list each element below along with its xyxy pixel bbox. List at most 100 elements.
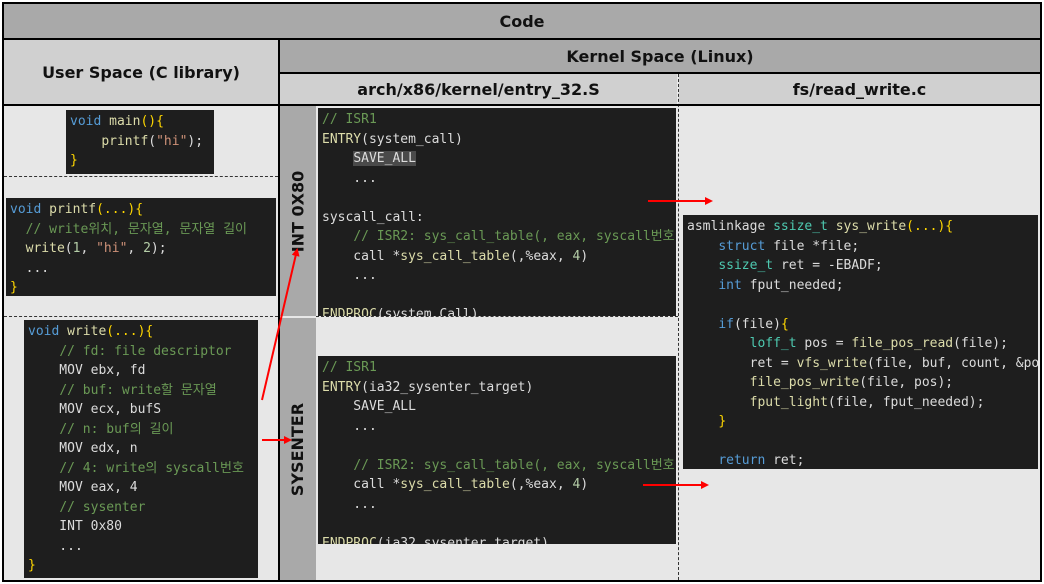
user-space-header: User Space (C library) [4,40,278,104]
code-token: write [67,324,107,339]
code-token: 4 [572,477,581,492]
code-token: (file) [733,316,781,332]
code-token: (...){ [906,219,954,234]
code-token: } [28,558,36,573]
code-token: INT 0x80 [28,519,122,534]
code-token: ret = -EBADF; [780,258,883,273]
code-token: (system_Call) [376,307,479,316]
code-token: MOV ecx, bufS [28,402,162,417]
divider [4,104,1040,106]
code-line: return ret; [687,451,1034,469]
divider [678,74,679,580]
code-token: fput_needed; [749,277,844,293]
code-line: ... [10,259,272,279]
code-token: "hi" [156,133,188,149]
code-line: if(file){ [687,315,1034,335]
code-token: } [10,280,18,295]
code-token: ) [580,477,589,492]
code-token: ... [322,170,377,186]
code-line: ret = vfs_write(file, buf, count, &pos); [687,354,1038,374]
code-token: (file, buf, count, &pos); [867,355,1038,371]
code-block-main: void main(){ printf("hi");} [66,110,214,174]
divider [278,40,280,580]
code-token: SAVE_ALL [353,151,416,166]
code-token: fput_light [749,394,828,410]
code-line: call *sys_call_table(,%eax, 4) [322,247,672,267]
code-token: // ISR2: sys_call_table(, eax, syscall번호… [353,457,676,473]
code-token: ); [150,241,167,256]
code-token: int [718,277,750,293]
code-token: "hi" [96,241,128,256]
code-block-sys-write: asmlinkage ssize_t sys_write(...){ struc… [683,215,1038,469]
code-token: // fd: file descriptor [59,343,232,359]
entry-file-header: arch/x86/kernel/entry_32.S [280,74,677,104]
kernel-space-header: Kernel Space (Linux) [280,40,1040,72]
code-token: (file); [953,336,1008,351]
code-line: void write(...){ [28,322,254,342]
code-token: (...){ [106,324,154,339]
code-token: ENDPROC [322,535,377,545]
code-token: (file, pos); [859,375,954,390]
code-token: syscall_call: [322,209,424,225]
code-line: // ISR2: sys_call_table(, eax, syscall번호… [322,456,676,476]
divider [4,38,1040,40]
code-line: // fd: file descriptor [28,342,254,362]
code-header: Code [4,4,1040,38]
code-line: // sysenter [28,498,254,518]
code-token: , [127,241,144,256]
code-token: file_pos_read [851,336,954,351]
code-line: fput_light(file, fput_needed); [687,393,1034,413]
code-token: ... [28,538,83,554]
code-token: sys_write [835,219,907,234]
arrow-write-to-int80 [261,248,300,401]
code-token: ssize_t [773,219,836,234]
code-token: (ia32_sysenter_target) [361,379,534,395]
code-line: } [28,556,254,576]
code-token: call * [322,477,401,492]
code-line: ENDPROC(system_Call) [322,305,672,316]
code-line: file_pos_write(file, pos); [687,373,1034,393]
code-line: } [70,151,210,171]
code-token: file *file; [773,238,860,254]
code-token: ret; [773,453,805,468]
code-line: SAVE_ALL [322,149,672,169]
code-token: sys_call_table [400,248,510,264]
divider [316,316,678,317]
code-line: // ISR1 [322,110,672,130]
divider [4,176,278,177]
code-token: ssize_t [718,258,781,273]
code-token: write [25,241,65,256]
code-token: printf [49,202,97,217]
code-token: (){ [140,114,164,129]
code-token: ); [187,133,204,149]
code-token: if [718,316,734,332]
code-token: // sysenter [59,499,146,515]
code-line: void printf(...){ [10,200,272,220]
code-line: ... [322,417,672,437]
code-line: write(1, "hi", 2); [10,239,272,259]
code-token: ... [322,496,377,512]
code-token: void [28,324,68,339]
code-token: // ISR1 [322,112,377,127]
code-line: ssize_t ret = -EBADF; [687,256,1034,276]
code-line: ... [322,266,672,286]
code-block-write: void write(...){ // fd: file descriptor … [24,320,258,578]
code-token: } [70,153,78,168]
code-line: int fput_needed; [687,276,1034,296]
code-token: (file, fput_needed); [827,394,985,410]
code-token: // buf: write할 문자열 [59,382,217,398]
code-line: // ISR2: sys_call_table(, eax, syscall번호… [322,227,676,247]
code-line: void main(){ [70,112,210,132]
code-token: 2 [143,241,151,256]
code-token: ... [322,418,377,434]
code-line: } [10,278,272,296]
code-line: asmlinkage ssize_t sys_write(...){ [687,217,1034,237]
code-block-printf: void printf(...){ // write위치, 문자열, 문자열 길… [6,198,276,296]
code-token: (ia32_sysenter_target) [376,535,549,545]
code-token: // write위치, 문자열, 문자열 길이 [25,221,248,237]
code-token: ) [580,248,589,264]
code-token: void [70,114,110,129]
code-token: struct [718,238,774,254]
